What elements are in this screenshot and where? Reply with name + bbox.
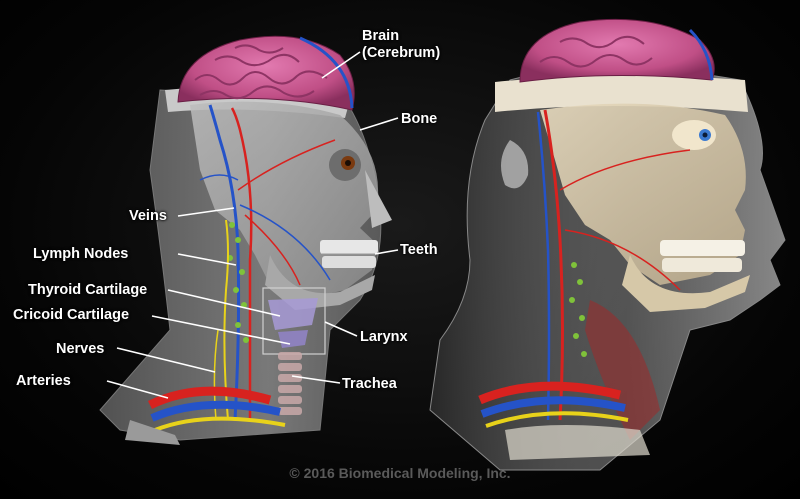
label-lymph-nodes: Lymph Nodes xyxy=(33,246,129,262)
label-larynx: Larynx xyxy=(360,329,408,345)
label-brain-line2: (Cerebrum) xyxy=(362,45,441,61)
label-bone: Bone xyxy=(401,111,438,127)
label-trachea: Trachea xyxy=(342,376,397,392)
left-head-model xyxy=(99,35,392,445)
right-head-model xyxy=(429,18,786,471)
left-teeth xyxy=(320,240,378,268)
label-veins: Veins xyxy=(129,208,167,224)
label-brain: Brain (Cerebrum) xyxy=(362,28,440,62)
label-nerves: Nerves xyxy=(56,341,105,357)
copyright-notice: © 2016 Biomedical Modeling, Inc. xyxy=(289,465,511,481)
leader-lines xyxy=(106,51,399,399)
right-teeth xyxy=(660,240,745,272)
label-teeth: Teeth xyxy=(400,242,438,258)
label-cricoid-cartilage: Cricoid Cartilage xyxy=(13,307,130,323)
label-thyroid-cartilage: Thyroid Cartilage xyxy=(28,282,148,298)
label-arteries: Arteries xyxy=(16,373,71,389)
label-brain-line1: Brain xyxy=(362,28,400,44)
